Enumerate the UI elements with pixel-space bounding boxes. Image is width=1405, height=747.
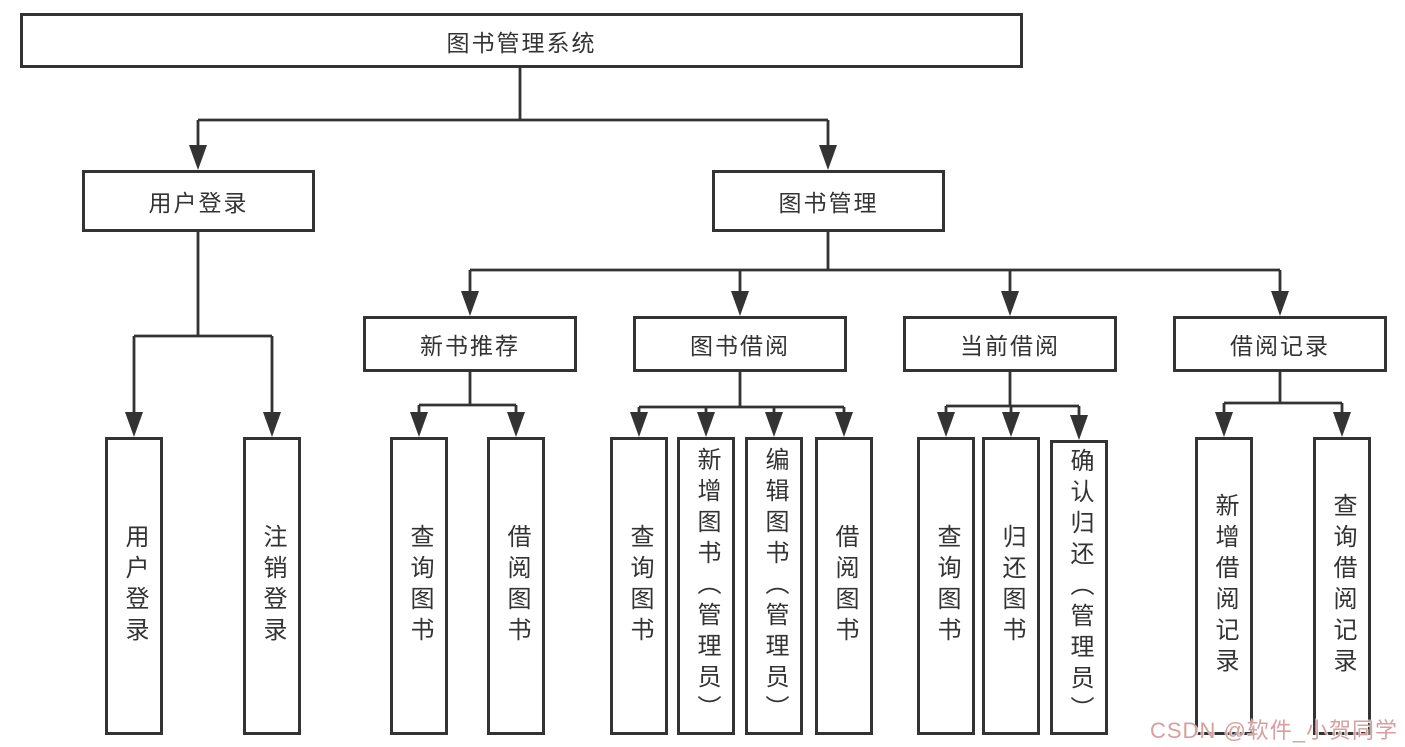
leaf-confirm-return-admin: 确认归还（管理员） — [1050, 440, 1108, 735]
leaf-user-login: 用户登录 — [105, 437, 163, 735]
leaf-query-book-borrow: 查询图书 — [610, 437, 668, 735]
node-borrow-records: 借阅记录 — [1173, 316, 1387, 372]
leaf-query-borrow-record: 查询借阅记录 — [1313, 437, 1371, 735]
leaf-borrow-book-recommend: 借阅图书 — [487, 437, 545, 735]
leaf-logout-login: 注销登录 — [243, 437, 301, 735]
node-current-borrow: 当前借阅 — [903, 316, 1117, 372]
node-book-management: 图书管理 — [712, 170, 945, 232]
leaf-return-book: 归还图书 — [982, 437, 1040, 735]
node-book-borrow: 图书借阅 — [633, 316, 847, 372]
node-library-management-system: 图书管理系统 — [20, 13, 1023, 68]
leaf-add-borrow-record: 新增借阅记录 — [1195, 437, 1253, 735]
leaf-query-book-recommend: 查询图书 — [390, 437, 448, 735]
leaf-query-book-current: 查询图书 — [917, 437, 975, 735]
csdn-watermark: CSDN @软件_小贺同学 — [1150, 718, 1399, 743]
leaf-add-book-admin: 新增图书（管理员） — [677, 437, 735, 735]
leaf-edit-book-admin: 编辑图书（管理员） — [745, 437, 803, 735]
node-user-login: 用户登录 — [82, 170, 315, 232]
node-new-book-recommend: 新书推荐 — [363, 316, 577, 372]
leaf-borrow-book: 借阅图书 — [815, 437, 873, 735]
